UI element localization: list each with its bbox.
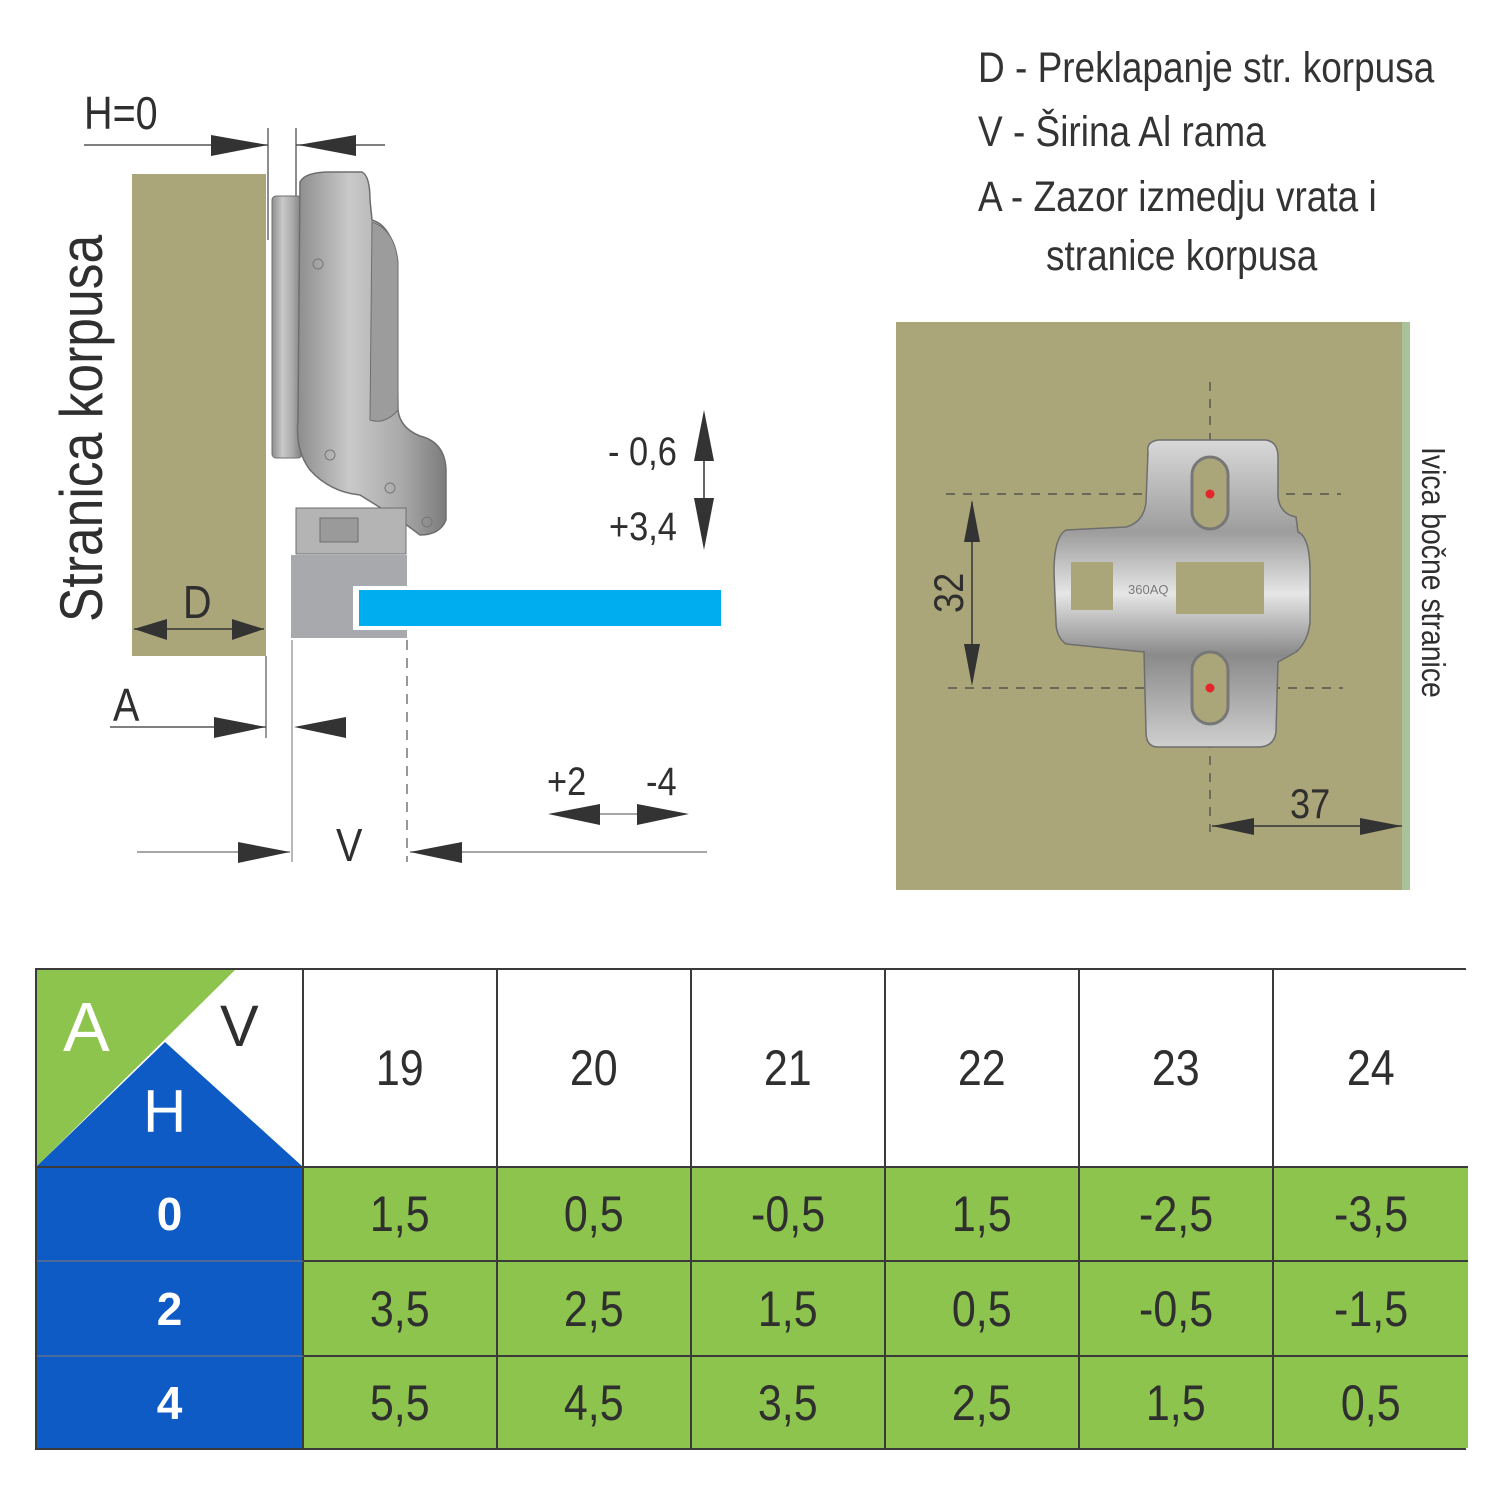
a-arrow-right-icon xyxy=(214,717,266,738)
dim-37-arrow-left-icon xyxy=(1212,818,1254,835)
dim-32-label: 32 xyxy=(925,572,972,613)
corner-triangles xyxy=(37,970,302,1166)
table-cell: 2,5 xyxy=(886,1357,1080,1448)
table-cell: 0,5 xyxy=(886,1262,1080,1357)
corner-blue-triangle xyxy=(37,1042,302,1166)
table-cell: 1,5 xyxy=(692,1262,886,1357)
glass-door-panel xyxy=(359,590,721,626)
column-header: 21 xyxy=(692,970,886,1168)
v-label: V xyxy=(336,819,363,871)
table-cell: 0,5 xyxy=(1274,1357,1468,1448)
v-arrow-left-icon xyxy=(410,842,462,863)
corner-a-label: A xyxy=(63,988,110,1066)
dim-37-arrow-right-icon xyxy=(1360,818,1402,835)
table-cell: 3,5 xyxy=(304,1262,498,1357)
table-cell: 3,5 xyxy=(692,1357,886,1448)
row-header-h: 2 xyxy=(37,1262,304,1357)
table-cell: 4,5 xyxy=(498,1357,692,1448)
table-cell: 1,5 xyxy=(886,1168,1080,1262)
row-header-h: 4 xyxy=(37,1357,304,1448)
table-cell: -1,5 xyxy=(1274,1262,1468,1357)
vertical-adjust-minus-label: - 0,6 xyxy=(608,430,677,474)
column-header: 19 xyxy=(304,970,498,1168)
plate-marking: 360AQ xyxy=(1128,582,1168,597)
table-cell: -3,5 xyxy=(1274,1168,1468,1262)
side-view-diagram xyxy=(84,128,721,863)
dim-32-arrow-down-icon xyxy=(964,644,980,686)
adjustment-table: A V H 19 20 21 22 23 24 0 1,5 0,5 -0,5 1… xyxy=(35,968,1468,1450)
dim-32-arrow-up-icon xyxy=(964,500,980,542)
table-cell: -2,5 xyxy=(1080,1168,1274,1262)
table-cell: -0,5 xyxy=(692,1168,886,1262)
column-header: 20 xyxy=(498,970,692,1168)
column-header: 24 xyxy=(1274,970,1468,1168)
table-cell: 0,5 xyxy=(498,1168,692,1262)
row-header-h: 0 xyxy=(37,1168,304,1262)
legend-a: A - Zazor izmedju vrata i xyxy=(978,173,1377,221)
h-arrow-left-icon xyxy=(298,135,356,156)
a-label: A xyxy=(113,679,140,731)
screw-point-top xyxy=(1205,489,1215,499)
d-arrow-left-icon xyxy=(134,619,167,640)
vertical-adjust-plus-label: +3,4 xyxy=(609,505,677,549)
table-cell: 1,5 xyxy=(1080,1357,1274,1448)
corner-v-label: V xyxy=(220,994,259,1059)
table-cell: 2,5 xyxy=(498,1262,692,1357)
table-cell: -0,5 xyxy=(1080,1262,1274,1357)
dim-37-label: 37 xyxy=(1290,780,1331,827)
a-arrow-left-icon xyxy=(294,717,346,738)
horizontal-adjust-minus-label: -4 xyxy=(646,760,677,804)
arrow-right-icon xyxy=(637,804,689,825)
d-arrow-right-icon xyxy=(232,619,264,640)
arrow-left-icon xyxy=(548,804,600,825)
v-arrow-right-icon xyxy=(238,842,290,863)
corner-green-triangle xyxy=(37,970,235,1166)
h-zero-label: H=0 xyxy=(84,87,158,139)
corner-h-label: H xyxy=(143,1078,187,1145)
table-cell: 5,5 xyxy=(304,1357,498,1448)
arrow-up-icon xyxy=(694,410,714,461)
screw-point-bottom xyxy=(1205,683,1215,693)
table-corner-cell: A V H xyxy=(37,970,304,1168)
legend-v: V - Širina Al rama xyxy=(978,108,1266,156)
panel-edge-strip xyxy=(1402,322,1410,890)
column-header: 23 xyxy=(1080,970,1274,1168)
hinge-illustration xyxy=(271,171,447,555)
column-header: 22 xyxy=(886,970,1080,1168)
horizontal-adjust-plus-label: +2 xyxy=(547,760,587,804)
arrow-down-icon xyxy=(694,498,714,550)
mounting-plate-diagram: 360AQ xyxy=(896,322,1410,890)
legend-d: D - Preklapanje str. korpusa xyxy=(978,44,1435,92)
table-cell: 1,5 xyxy=(304,1168,498,1262)
d-label: D xyxy=(183,576,212,628)
edge-label: Ivica bočne stranice xyxy=(1415,447,1452,698)
cabinet-side-panel xyxy=(132,174,266,656)
legend-a-continued: stranice korpusa xyxy=(1046,232,1318,280)
cabinet-side-label-text: Stranica korpusa xyxy=(48,234,115,622)
h-arrow-right-icon xyxy=(211,135,268,156)
